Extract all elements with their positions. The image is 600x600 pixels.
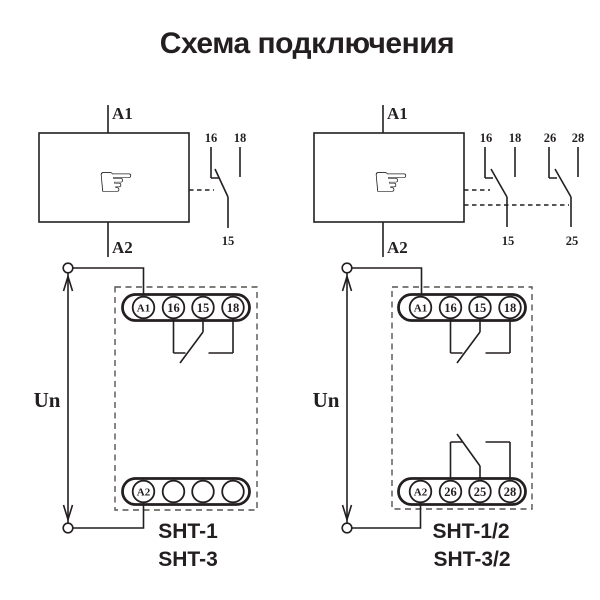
contact1-blade: [490, 168, 508, 198]
contact2-common-label: 25: [566, 234, 579, 248]
internal-contact-blade: [179, 331, 204, 364]
supply-voltage-label: Un: [313, 388, 340, 412]
internal-contact-no-line: [208, 318, 234, 354]
terminal-circle-blank: [221, 479, 245, 504]
terminal-label: A1: [414, 303, 427, 315]
supply-top-wire: [351, 267, 423, 296]
coil-box: [38, 132, 190, 223]
coil-box: [313, 132, 465, 223]
terminal-label: A2: [137, 487, 151, 499]
right-device-diagram: Un A1 16 15 18 A2 26 25 28 SHT-1/2 SHT-3…: [313, 262, 533, 571]
terminal-label: 18: [227, 301, 240, 315]
arrow-up-icon: [62, 273, 74, 292]
terminal-block-bottom: [121, 477, 251, 506]
contact2-nc-label: 26: [544, 131, 557, 145]
device-outline: [391, 286, 533, 510]
terminal-label: A1: [137, 303, 150, 315]
internal-contact2-no-line: [485, 441, 511, 478]
supply-top-node: [341, 262, 353, 274]
supply-top-wire: [72, 267, 145, 296]
pointing-hand-icon: ☞: [372, 157, 410, 206]
device-outline: [114, 286, 258, 511]
terminal-label: 16: [167, 301, 180, 315]
internal-contact1-blade: [456, 331, 481, 364]
supply-bottom-node: [62, 522, 74, 534]
model-label: SHT-1: [158, 520, 218, 543]
contact2-no-label: 28: [572, 131, 585, 145]
supply-top-node: [62, 262, 74, 274]
pointing-hand-icon: ☞: [97, 157, 135, 206]
terminal-circle-a1: [131, 295, 156, 320]
terminal-label: 26: [444, 485, 457, 499]
terminal-circle-a1: [408, 295, 433, 320]
contact-nc-line: [210, 147, 219, 179]
supply-bottom-wire: [72, 502, 145, 529]
contact1-nc-line: [484, 147, 493, 179]
contact-common-label: 15: [222, 234, 235, 248]
terminal-label: 15: [197, 301, 210, 315]
internal-contact-nc-line: [172, 318, 186, 354]
left-schematic: A1 ☞ A2 16 18 15: [38, 104, 247, 257]
a2-label: A2: [112, 238, 133, 257]
model-label: SHT-3: [158, 548, 218, 571]
terminal-label: 15: [474, 301, 487, 315]
contact-blade: [214, 168, 229, 198]
contact1-no-label: 18: [509, 131, 522, 145]
contact1-common-label: 15: [502, 234, 515, 248]
terminal-circle-26: [438, 479, 463, 504]
arrow-down-icon: [341, 504, 353, 523]
arrow-down-icon: [62, 504, 74, 523]
internal-contact1-no-line: [485, 318, 511, 354]
contact2-blade: [554, 168, 572, 198]
terminal-label: 25: [474, 485, 487, 499]
contact-nc-label: 16: [205, 131, 218, 145]
a1-label: A1: [112, 104, 133, 123]
terminal-circle-25: [468, 479, 492, 504]
terminal-circle-blank: [191, 479, 215, 504]
left-device-diagram: Un A1 16 15 18 A2 SHT-1 SHT-3: [34, 262, 258, 571]
terminal-label: A2: [414, 487, 428, 499]
model-label: SHT-3/2: [433, 548, 510, 571]
a1-label: A1: [387, 104, 408, 123]
contact2-nc-line: [548, 147, 557, 179]
terminal-label: 18: [504, 301, 517, 315]
terminal-circle-blank: [161, 479, 186, 504]
model-label: SHT-1/2: [432, 520, 509, 543]
internal-contact2-nc-line: [449, 441, 463, 478]
terminal-label: 28: [504, 485, 517, 499]
contact1-nc-label: 16: [480, 131, 493, 145]
internal-contact1-nc-line: [449, 318, 463, 354]
terminal-circle-28: [498, 479, 522, 504]
terminal-label: 16: [444, 301, 457, 315]
internal-contact2-blade: [456, 433, 481, 467]
supply-bottom-wire: [351, 502, 422, 529]
terminal-block-top: [121, 293, 251, 322]
supply-voltage-label: Un: [34, 388, 61, 412]
arrow-up-icon: [341, 273, 353, 292]
contact-no-label: 18: [234, 131, 247, 145]
page-title: Схема подключения: [160, 27, 454, 60]
right-schematic: A1 ☞ A2 16 18 15 26 28 25: [313, 104, 585, 257]
supply-bottom-node: [341, 522, 353, 534]
a2-label: A2: [387, 238, 408, 257]
